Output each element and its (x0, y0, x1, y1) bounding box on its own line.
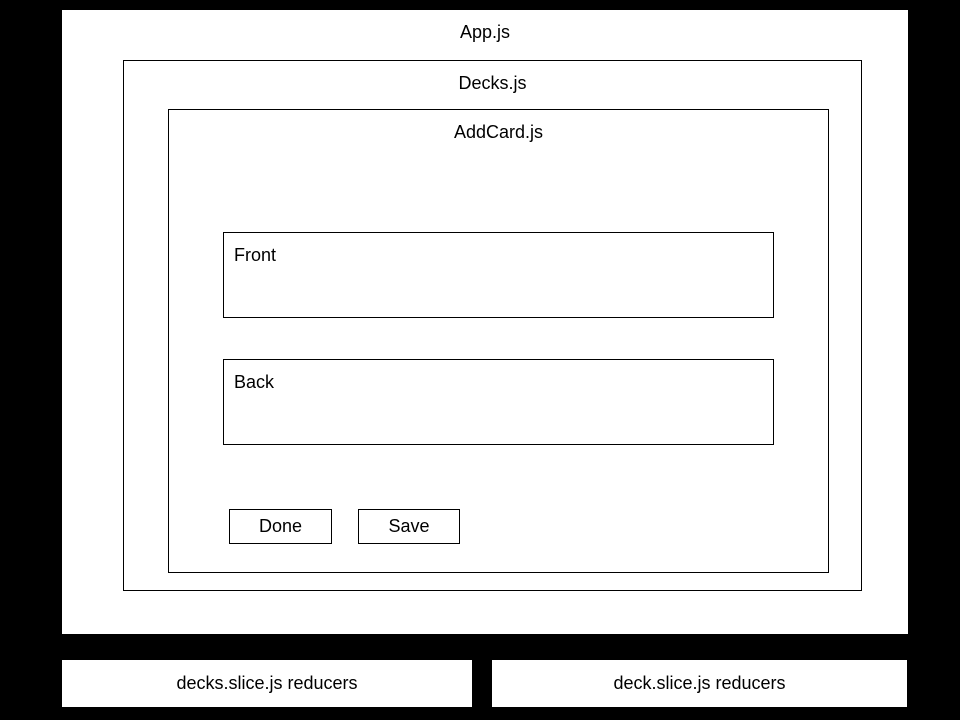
app-component-box: App.js Decks.js AddCard.js Front Back Do… (62, 10, 908, 634)
back-textarea[interactable]: Back (223, 359, 774, 445)
deck-slice-reducers-box: deck.slice.js reducers (492, 660, 907, 707)
decks-component-box: Decks.js AddCard.js Front Back Done Save (123, 60, 862, 591)
addcard-component-box: AddCard.js Front Back Done Save (168, 109, 829, 573)
addcard-component-title: AddCard.js (453, 122, 544, 142)
app-component-title: App.js (459, 22, 511, 42)
decks-component-title: Decks.js (458, 73, 527, 93)
back-textarea-label: Back (234, 372, 275, 392)
decks-slice-reducers-box: decks.slice.js reducers (62, 660, 472, 707)
done-button[interactable]: Done (229, 509, 332, 544)
front-textarea[interactable]: Front (223, 232, 774, 318)
save-button[interactable]: Save (358, 509, 460, 544)
front-textarea-label: Front (234, 245, 277, 265)
